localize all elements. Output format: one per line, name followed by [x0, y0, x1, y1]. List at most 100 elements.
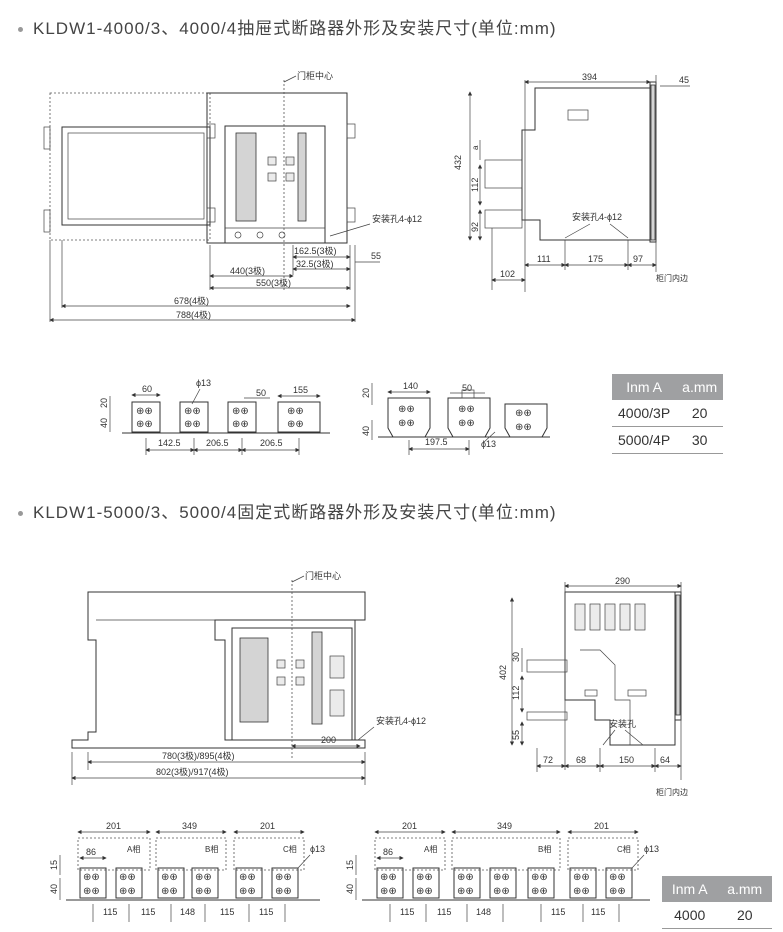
svg-text:⊕⊕: ⊕⊕: [275, 872, 292, 883]
svg-text:150: 150: [619, 755, 634, 765]
terminal-blocks: [79, 867, 299, 899]
svg-text:B相: B相: [205, 844, 218, 854]
table-header: a.mm: [717, 876, 772, 902]
svg-text:142.5: 142.5: [158, 438, 181, 448]
svg-text:402: 402: [498, 665, 508, 680]
svg-text:206.5: 206.5: [206, 438, 229, 448]
table-header: Inm A: [662, 876, 718, 902]
svg-text:60: 60: [142, 384, 152, 394]
svg-text:⊕⊕: ⊕⊕: [136, 406, 153, 417]
svg-text:201: 201: [402, 821, 417, 831]
section2-front-view: 门柜中心 安装孔4-ϕ12 200 780(3极)/895(4极) 802(3极…: [71, 570, 426, 785]
svg-text:155: 155: [293, 385, 308, 395]
svg-text:788(4极): 788(4极): [176, 309, 211, 320]
svg-text:115: 115: [103, 907, 117, 917]
svg-text:115: 115: [551, 907, 565, 917]
svg-text:115: 115: [591, 907, 605, 917]
svg-text:⊕⊕: ⊕⊕: [515, 408, 532, 419]
svg-text:⊕⊕: ⊕⊕: [184, 406, 201, 417]
svg-text:安装孔4-ϕ12: 安装孔4-ϕ12: [376, 715, 426, 726]
svg-text:⊕⊕: ⊕⊕: [119, 886, 136, 897]
svg-text:55: 55: [371, 251, 381, 261]
svg-text:B相: B相: [538, 844, 551, 854]
svg-text:148: 148: [476, 907, 491, 917]
svg-text:111: 111: [537, 254, 551, 264]
svg-text:⊕⊕: ⊕⊕: [232, 406, 249, 417]
svg-text:197.5: 197.5: [425, 437, 448, 447]
svg-text:⊕⊕: ⊕⊕: [609, 886, 626, 897]
svg-text:432: 432: [453, 155, 463, 170]
svg-text:⊕⊕: ⊕⊕: [380, 872, 397, 883]
section1-terminal-left: ⊕⊕⊕⊕ ⊕⊕⊕⊕ ⊕⊕⊕⊕ ⊕⊕⊕⊕ 60 ϕ13 50 155 20 40 …: [99, 378, 330, 455]
svg-text:86: 86: [86, 847, 96, 857]
svg-text:⊕⊕: ⊕⊕: [458, 418, 475, 429]
svg-text:50: 50: [256, 388, 266, 398]
svg-text:68: 68: [576, 755, 586, 765]
svg-text:92: 92: [470, 222, 480, 232]
svg-text:⊕⊕: ⊕⊕: [398, 404, 415, 415]
svg-text:⊕⊕: ⊕⊕: [573, 886, 590, 897]
bolt-group: ⊕⊕⊕⊕ ⊕⊕⊕⊕ ⊕⊕⊕⊕ ⊕⊕⊕⊕ ⊕⊕⊕⊕ ⊕⊕⊕⊕ ⊕⊕⊕⊕: [380, 872, 626, 897]
svg-text:349: 349: [497, 821, 512, 831]
svg-text:32.5(3极): 32.5(3极): [296, 258, 334, 269]
svg-text:⊕⊕: ⊕⊕: [531, 886, 548, 897]
svg-text:97: 97: [633, 254, 643, 264]
svg-text:40: 40: [99, 418, 109, 428]
svg-text:45: 45: [679, 75, 689, 85]
svg-text:A相: A相: [424, 844, 437, 854]
bullet-icon: [18, 511, 23, 517]
svg-text:86: 86: [383, 847, 393, 857]
svg-text:678(4极): 678(4极): [174, 295, 209, 306]
svg-text:115: 115: [400, 907, 414, 917]
svg-text:⊕⊕: ⊕⊕: [83, 886, 100, 897]
svg-text:112: 112: [511, 686, 521, 700]
svg-text:⊕⊕: ⊕⊕: [195, 886, 212, 897]
svg-text:⊕⊕: ⊕⊕: [195, 872, 212, 883]
svg-text:115: 115: [141, 907, 155, 917]
svg-text:⊕⊕: ⊕⊕: [184, 419, 201, 430]
svg-text:⊕⊕: ⊕⊕: [136, 419, 153, 430]
svg-text:20: 20: [99, 398, 109, 408]
svg-text:55: 55: [511, 730, 521, 740]
svg-text:⊕⊕: ⊕⊕: [161, 886, 178, 897]
svg-text:102: 102: [500, 269, 515, 279]
svg-text:15: 15: [49, 860, 59, 870]
svg-text:40: 40: [49, 884, 59, 894]
svg-text:440(3极): 440(3极): [230, 265, 265, 276]
svg-text:175: 175: [588, 254, 603, 264]
svg-text:⊕⊕: ⊕⊕: [275, 886, 292, 897]
svg-text:349: 349: [182, 821, 197, 831]
svg-text:⊕⊕: ⊕⊕: [457, 886, 474, 897]
svg-text:⊕⊕: ⊕⊕: [493, 886, 510, 897]
svg-text:162.5(3极): 162.5(3极): [294, 245, 337, 256]
svg-text:⊕⊕: ⊕⊕: [232, 419, 249, 430]
terminal-blocks: [376, 867, 633, 899]
section2-terminal-right: ⊕⊕⊕⊕ ⊕⊕⊕⊕ ⊕⊕⊕⊕ ⊕⊕⊕⊕ ⊕⊕⊕⊕ ⊕⊕⊕⊕ ⊕⊕⊕⊕ 201 3…: [345, 821, 659, 922]
section2-side-view: 290 402 30 112 55 安装孔 72 68 150 64 柜门内边: [498, 576, 688, 797]
bolt-group: ⊕⊕⊕⊕ ⊕⊕⊕⊕ ⊕⊕⊕⊕: [398, 404, 532, 433]
table-header: Inm A: [612, 374, 677, 400]
svg-text:15: 15: [345, 860, 355, 870]
svg-text:30: 30: [511, 652, 521, 662]
section2-terminal-left: ⊕⊕⊕⊕ ⊕⊕⊕⊕ ⊕⊕⊕⊕ ⊕⊕⊕⊕ ⊕⊕⊕⊕ ⊕⊕⊕⊕ 201 349 20…: [49, 821, 325, 922]
svg-text:112: 112: [470, 178, 480, 192]
section1-title: KLDW1-4000/3、4000/4抽屉式断路器外形及安装尺寸(单位:mm): [18, 14, 557, 39]
svg-text:115: 115: [220, 907, 234, 917]
svg-text:A相: A相: [127, 844, 140, 854]
svg-text:⊕⊕: ⊕⊕: [287, 406, 304, 417]
svg-text:201: 201: [106, 821, 121, 831]
bolt-group: ⊕⊕⊕⊕ ⊕⊕⊕⊕ ⊕⊕⊕⊕ ⊕⊕⊕⊕: [136, 406, 304, 430]
svg-text:780(3极)/895(4极): 780(3极)/895(4极): [162, 750, 235, 761]
section2-title: KLDW1-5000/3、5000/4固定式断路器外形及安装尺寸(单位:mm): [18, 498, 557, 523]
svg-text:ϕ13: ϕ13: [310, 844, 325, 854]
svg-text:550(3极): 550(3极): [256, 277, 291, 288]
svg-text:72: 72: [543, 755, 553, 765]
svg-text:安装孔4-ϕ12: 安装孔4-ϕ12: [572, 211, 622, 222]
svg-text:⊕⊕: ⊕⊕: [531, 872, 548, 883]
